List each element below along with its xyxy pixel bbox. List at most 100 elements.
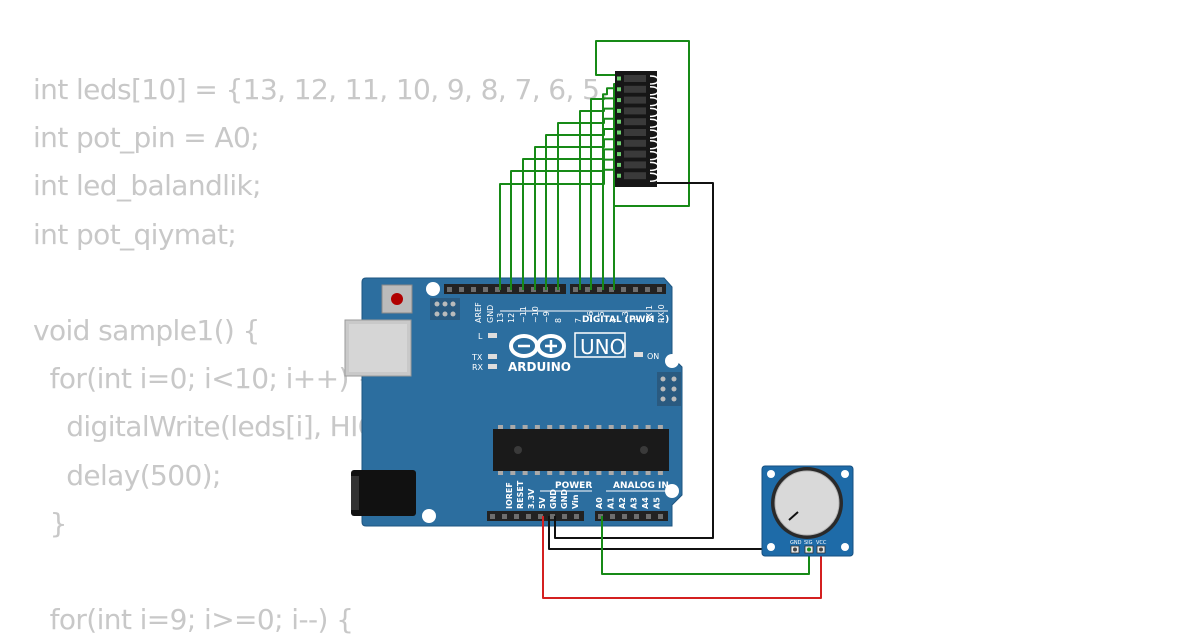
header-pin-hole[interactable]: [459, 287, 464, 292]
digital-pin-label: ~5: [597, 311, 606, 323]
code-line: void sample1() {: [33, 313, 260, 347]
led-anode-pin[interactable]: [617, 141, 621, 146]
header-pin-hole[interactable]: [507, 287, 512, 292]
mounting-hole: [767, 543, 775, 551]
header-pin-hole[interactable]: [597, 287, 602, 292]
led-anode-pin[interactable]: [617, 76, 621, 81]
header-pin-hole[interactable]: [621, 287, 626, 292]
header-pin-hole[interactable]: [634, 514, 639, 519]
led-anode-pin[interactable]: [617, 173, 621, 178]
header-pin-hole[interactable]: [610, 514, 615, 519]
led-cathode-pin[interactable]: [649, 172, 659, 182]
header-pin-hole[interactable]: [658, 514, 663, 519]
header-pin-hole[interactable]: [495, 287, 500, 292]
header-pin-hole[interactable]: [585, 287, 590, 292]
header-pin-hole[interactable]: [574, 514, 579, 519]
led-cathode-pin[interactable]: [649, 161, 659, 172]
led-anode-pin[interactable]: [617, 152, 621, 157]
led-cathode-pin[interactable]: [649, 75, 659, 85]
digital-pin-label: ~10: [531, 306, 540, 323]
led-cathode-pin[interactable]: [649, 129, 659, 139]
led-cathode-pin[interactable]: [649, 96, 659, 107]
led-anode-pin[interactable]: [617, 162, 621, 167]
led-segment: [624, 161, 646, 169]
pin-label: A4: [641, 497, 650, 509]
header-pin-hole[interactable]: [531, 287, 536, 292]
code-line: for(int i=0; i<10; i++) {: [33, 362, 375, 396]
header-pin-hole[interactable]: [519, 287, 524, 292]
header-pin-hole[interactable]: [562, 514, 567, 519]
led-anode-pin[interactable]: [617, 98, 621, 103]
digital-header-left: [444, 284, 566, 294]
pin-label: A3: [630, 497, 639, 509]
header-pin-hole[interactable]: [514, 514, 519, 519]
header-pin-hole[interactable]: [622, 514, 627, 519]
led-l: [488, 333, 497, 338]
led-cathode-pin[interactable]: [649, 107, 659, 118]
chip-leg: [657, 425, 663, 429]
uno-badge-frame: [574, 332, 626, 358]
header-pin-hole[interactable]: [657, 287, 662, 292]
header-pin-hole[interactable]: [483, 287, 488, 292]
arduino-logo-icon: [509, 334, 566, 358]
code-line: delay(500);: [33, 458, 221, 492]
header-pin-hole[interactable]: [471, 287, 476, 292]
pin-label: RESET: [516, 480, 525, 509]
chip-leg: [534, 471, 540, 475]
led-anode-pin[interactable]: [617, 108, 621, 113]
chip-leg: [621, 425, 626, 429]
code-line: int pot_qiymat;: [33, 217, 237, 251]
header-pin-hole[interactable]: [645, 287, 650, 292]
analog-label: ANALOG IN: [613, 481, 669, 491]
led-anode-pin[interactable]: [617, 130, 621, 135]
header-pin-hole[interactable]: [526, 514, 531, 519]
code-line: }: [33, 506, 68, 540]
pot-knob[interactable]: [774, 470, 840, 536]
chip-leg: [584, 471, 590, 475]
led-cathode-pin[interactable]: [649, 118, 659, 128]
pin-label: A2: [618, 497, 627, 509]
chip-leg: [559, 471, 565, 475]
power-header: [487, 511, 584, 521]
wire-pot-gnd: [548, 516, 795, 550]
led-rx-label: RX: [472, 363, 484, 372]
led-l-label: L: [478, 332, 483, 341]
code-line: int led_balandlik;: [33, 169, 262, 203]
mounting-hole: [426, 282, 440, 296]
led-segment: [624, 85, 646, 93]
led-anode-pin[interactable]: [617, 119, 621, 124]
header-pin-hole[interactable]: [573, 287, 578, 292]
mounting-hole: [665, 354, 679, 368]
wire-pot-signal: [601, 516, 810, 575]
chip-leg: [657, 471, 663, 475]
led-segment: [624, 129, 646, 136]
header-pin-hole[interactable]: [502, 514, 507, 519]
led-tx: [488, 354, 497, 359]
header-pin-hole[interactable]: [447, 287, 452, 292]
mounting-hole: [665, 484, 679, 498]
digital-pin-label: ~3: [621, 311, 630, 323]
atmega-chip: [493, 425, 669, 475]
led-cathode-pin[interactable]: [649, 140, 659, 150]
led-cathode-pin[interactable]: [649, 150, 659, 161]
digital-pin-label: 12: [507, 313, 516, 323]
chip-leg: [633, 471, 639, 475]
reset-button[interactable]: [381, 284, 413, 314]
wire-pot-vcc: [542, 516, 822, 599]
header-pin-hole[interactable]: [646, 514, 651, 519]
header-pin-hole[interactable]: [598, 514, 603, 519]
pin-label: Vin: [571, 494, 580, 509]
header-pin-hole[interactable]: [609, 287, 614, 292]
led-cathode-pin[interactable]: [649, 86, 659, 96]
header-pin-hole[interactable]: [633, 287, 638, 292]
header-pin-hole[interactable]: [538, 514, 543, 519]
header-pin-hole[interactable]: [490, 514, 495, 519]
led-anode-pin[interactable]: [617, 87, 621, 92]
led-bar-graph[interactable]: [615, 71, 659, 187]
header-pin-hole[interactable]: [550, 514, 555, 519]
mounting-hole: [841, 543, 849, 551]
chip-leg: [534, 425, 540, 429]
